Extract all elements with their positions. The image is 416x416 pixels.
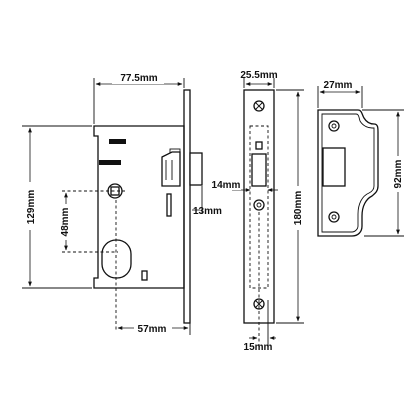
dim-backset: 57mm [117, 300, 191, 335]
label-keep-width: 27mm [324, 80, 353, 91]
bolt-slot [166, 193, 172, 217]
forend-screw-bottom [253, 298, 265, 310]
dim-keep-height: 92mm [362, 109, 404, 237]
dim-case-width: 77.5mm [93, 72, 185, 124]
keyhole-oval [101, 239, 132, 279]
latch-bolt [161, 151, 181, 187]
forend-screw-mid [253, 199, 265, 211]
label-forend-thickness: 14mm [212, 180, 241, 191]
label-latch-projection: 13mm [193, 206, 222, 217]
forend-plate [243, 89, 275, 345]
label-centres: 48mm [60, 207, 71, 236]
dim-centres: 48mm [59, 192, 71, 251]
label-case-width: 77.5mm [120, 73, 157, 84]
top-slot [109, 139, 126, 144]
dim-screw-offset: 15mm [244, 300, 276, 353]
keep-screw-top [328, 120, 340, 132]
label-forend-width: 25.5mm [240, 70, 277, 81]
label-forend-height: 180mm [293, 191, 304, 226]
keep-outline [317, 109, 379, 237]
bottom-slot [141, 270, 148, 281]
label-screw-offset: 15mm [244, 342, 273, 353]
latch-projection [189, 152, 203, 186]
dim-case-height: 129mm [22, 125, 92, 289]
lock-case [62, 89, 203, 330]
label-keep-height: 92mm [393, 159, 404, 188]
label-backset: 57mm [138, 324, 167, 335]
dim-keep-width: 27mm [317, 80, 363, 108]
keep-screw-bottom [328, 211, 340, 223]
case-body [93, 125, 185, 289]
forend-latch-opening [251, 153, 267, 187]
forend-screw-top [253, 100, 265, 112]
mid-slot [99, 160, 121, 165]
dim-latch-projection: 13mm [192, 186, 222, 217]
strike-keep [317, 109, 379, 237]
keep-latch-opening [322, 147, 346, 187]
lock-faceplate [183, 89, 191, 324]
label-case-height: 129mm [26, 190, 37, 225]
dim-forend-thickness: 14mm [211, 178, 278, 192]
dim-forend-height: 180mm [276, 89, 304, 324]
dim-forend-width: 25.5mm [240, 70, 278, 88]
